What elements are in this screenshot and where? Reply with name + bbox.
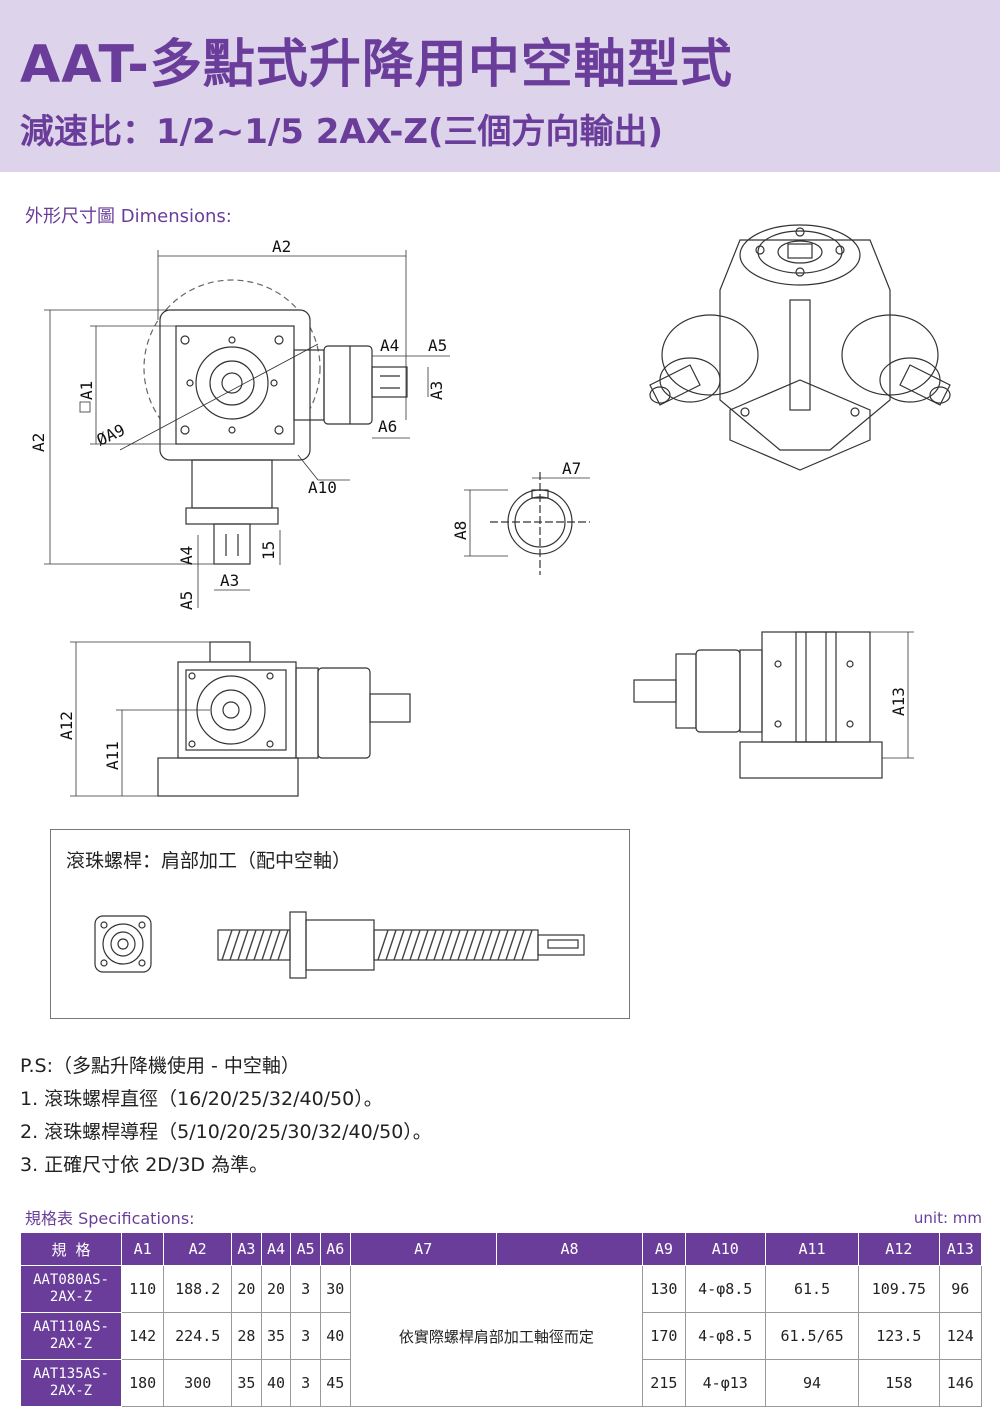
col-header: A1: [120, 1232, 165, 1266]
dim-label-a2-left: A2: [29, 433, 48, 452]
cell-a1: 110: [120, 1265, 165, 1313]
cell-a2: 224.5: [163, 1312, 233, 1360]
col-header: A6: [319, 1232, 351, 1266]
cell-a5: 3: [290, 1359, 321, 1407]
ballscrew-threads: [221, 929, 533, 961]
page-subtitle: 減速比：1/2~1/5 2AX-Z(三個方向輸出): [20, 112, 664, 152]
front-view-drawing: [44, 250, 450, 608]
cell-a10: 4-φ13: [684, 1359, 766, 1407]
cell-a1: 180: [120, 1359, 165, 1407]
cell-a7-a8-note: 依實際螺桿肩部加工軸徑而定: [349, 1265, 644, 1407]
col-header: A4: [260, 1232, 292, 1266]
cell-a11: 94: [764, 1359, 860, 1407]
cell-a12: 158: [858, 1359, 940, 1407]
cell-a3: 28: [231, 1312, 262, 1360]
cell-a2: 188.2: [163, 1265, 233, 1313]
col-header: A2: [163, 1232, 233, 1266]
col-header: A12: [858, 1232, 940, 1266]
col-header: A5: [290, 1232, 321, 1266]
col-header: A11: [764, 1232, 860, 1266]
dim-label-a6: A6: [378, 417, 397, 436]
table-header-row: 規 格 A1 A2 A3 A4 A5 A6 A7 A8 A9 A10 A11 A…: [20, 1232, 983, 1266]
col-header: A3: [231, 1232, 262, 1266]
col-header: A13: [938, 1232, 983, 1266]
cell-a12: 123.5: [858, 1312, 940, 1360]
cell-a13: 124: [938, 1312, 983, 1360]
dimensions-heading: 外形尺寸圖 Dimensions:: [25, 206, 232, 227]
dim-label-a2-top: A2: [272, 237, 291, 256]
dim-label-a7: A7: [562, 459, 581, 478]
cell-a11: 61.5/65: [764, 1312, 860, 1360]
cell-a10: 4-φ8.5: [684, 1265, 766, 1313]
dim-label-a5: A5: [428, 336, 447, 355]
col-header: A7: [349, 1232, 497, 1266]
cell-a5: 3: [290, 1265, 321, 1313]
dim-label-a9: ØA9: [94, 420, 128, 449]
col-header: A9: [642, 1232, 686, 1266]
page-title: AAT-多點式升降用中空軸型式: [20, 35, 733, 95]
note-line: 2. 滾珠螺桿導程（5/10/20/25/30/32/40/50）。: [20, 1121, 432, 1143]
dim-label-15: 15: [259, 541, 278, 560]
cell-a12: 109.75: [858, 1265, 940, 1313]
dim-label-a8: A8: [451, 521, 470, 540]
isometric-view: [649, 224, 951, 471]
note-line: 1. 滾珠螺桿直徑（16/20/25/32/40/50）。: [20, 1088, 383, 1110]
cell-a6: 30: [319, 1265, 351, 1313]
side-view-a12: [70, 641, 411, 797]
cell-a5: 3: [290, 1312, 321, 1360]
model-cell: AAT135AS-2AX-Z: [20, 1359, 122, 1407]
notes: P.S:（多點升降機使用 - 中空軸） 1. 滾珠螺桿直徑（16/20/25/3…: [20, 1050, 432, 1182]
cell-a3: 20: [231, 1265, 262, 1313]
header-banner: AAT-多點式升降用中空軸型式 減速比：1/2~1/5 2AX-Z(三個方向輸出…: [0, 0, 1000, 172]
dim-label-a11: A11: [103, 741, 122, 770]
dim-label-a4-bottom: A4: [177, 546, 196, 565]
cell-a9: 130: [642, 1265, 686, 1313]
col-header: A10: [684, 1232, 766, 1266]
cell-a1: 142: [120, 1312, 165, 1360]
cell-a4: 20: [260, 1265, 292, 1313]
cell-a13: 96: [938, 1265, 983, 1313]
cell-a6: 40: [319, 1312, 351, 1360]
col-header: A8: [495, 1232, 644, 1266]
shaft-bore-detail: [464, 472, 590, 575]
note-line: 3. 正確尺寸依 2D/3D 為準。: [20, 1154, 269, 1176]
cell-a11: 61.5: [764, 1265, 860, 1313]
cell-a2: 300: [163, 1359, 233, 1407]
dim-label-a1: A1: [77, 381, 96, 400]
cell-a9: 215: [642, 1359, 686, 1407]
cell-a3: 35: [231, 1359, 262, 1407]
ballscrew-box: [50, 829, 630, 1019]
table-row: AAT080AS-2AX-Z 110 188.2 20 20 3 30 依實際螺…: [20, 1265, 983, 1407]
cell-a9: 170: [642, 1312, 686, 1360]
dim-label-a10: A10: [308, 478, 337, 497]
ballscrew-box-title: 滾珠螺桿：肩部加工（配中空軸）: [66, 850, 352, 872]
cell-a4: 35: [260, 1312, 292, 1360]
model-cell: AAT080AS-2AX-Z: [20, 1265, 122, 1313]
model-cell: AAT110AS-2AX-Z: [20, 1312, 122, 1360]
unit-label: unit: mm: [913, 1209, 982, 1227]
dim-label-a5-bottom: A5: [177, 591, 196, 610]
dim-label-a3: A3: [427, 381, 446, 400]
specs-heading: 規格表 Specifications:: [25, 1209, 195, 1228]
side-view-a13: [633, 631, 914, 779]
dim-label-a12: A12: [57, 711, 76, 740]
cell-a10: 4-φ8.5: [684, 1312, 766, 1360]
col-header: 規 格: [20, 1232, 122, 1266]
dim-label-a3-bottom: A3: [220, 571, 239, 590]
cell-a13: 146: [938, 1359, 983, 1407]
dim-label-a4: A4: [380, 336, 399, 355]
specs-table: 規 格 A1 A2 A3 A4 A5 A6 A7 A8 A9 A10 A11 A…: [20, 1232, 983, 1407]
dim-label-a13: A13: [889, 687, 908, 716]
note-line: P.S:（多點升降機使用 - 中空軸）: [20, 1055, 300, 1077]
cell-a4: 40: [260, 1359, 292, 1407]
cell-a6: 45: [319, 1359, 351, 1407]
